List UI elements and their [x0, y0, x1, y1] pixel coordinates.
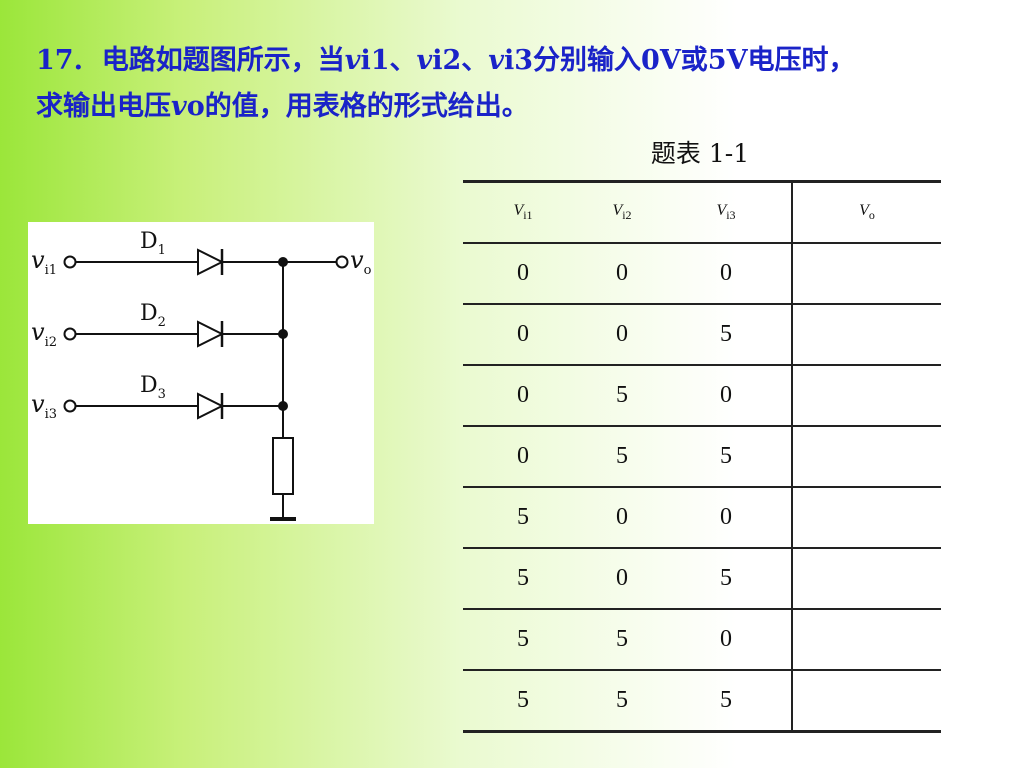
diode-2: [197, 320, 225, 348]
diode-or-circuit: vi1 vi2 vi3 D1 D2 D3 vo: [31, 229, 372, 521]
input-terminal-1: [63, 255, 77, 269]
label-vi1: vi1: [31, 246, 57, 278]
header-vi2: Vi2: [612, 201, 632, 223]
cell-vi1: 0: [517, 443, 529, 469]
cell-vi3: 5: [661, 304, 793, 365]
cell-vi1: 5: [517, 687, 529, 713]
table-row: 5 0 0: [463, 487, 941, 548]
cell-vo: [792, 426, 941, 487]
cell-vo: [792, 243, 941, 304]
table-row: 0 0 5: [463, 304, 941, 365]
cell-vo: [792, 548, 941, 609]
var-v: v: [171, 91, 187, 122]
junction-dot: [278, 401, 288, 411]
label-vi2: vi2: [31, 318, 57, 350]
table-row: 0 0 0: [463, 243, 941, 304]
var-vi2-sub: i2: [432, 45, 462, 76]
cell-vi1: 5: [517, 504, 529, 530]
diode-1: [197, 248, 225, 276]
problem-number: 17.: [36, 45, 83, 76]
cell-vi2: 0: [616, 260, 628, 286]
separator: 、: [461, 45, 489, 76]
diode-3: [197, 392, 225, 420]
problem-statement: 17. 电路如题图所示，当vi1、vi2、vi3分别输入0V或5V电压时， 求输…: [36, 38, 996, 130]
cell-vi1: 0: [517, 260, 529, 286]
cell-vi2: 0: [616, 504, 628, 530]
cell-vo: [792, 609, 941, 670]
table-row: 0 5 5: [463, 426, 941, 487]
cell-vi3: 0: [661, 487, 793, 548]
cell-vi2: 0: [616, 321, 628, 347]
resistor: [272, 437, 294, 495]
cell-vo: [792, 304, 941, 365]
truth-table: Vi1 Vi2 Vi3 Vo 0 0 0 0 0 5 0 5 0 0 5 5 5…: [463, 180, 941, 733]
label-d1: D1: [140, 229, 166, 258]
problem-text-2: 分别输入0V或5V电压时，: [533, 45, 856, 76]
cell-vi2: 0: [616, 565, 628, 591]
problem-text-3: 求输出电压: [36, 91, 171, 122]
var-v: v: [416, 45, 433, 76]
input-terminal-2: [63, 327, 77, 341]
header-vi3: Vi3: [661, 181, 793, 243]
table-caption: 题表 1-1: [650, 139, 750, 168]
circuit-diagram: vi1 vi2 vi3 D1 D2 D3 vo: [28, 222, 374, 524]
cell-vi1: 0: [517, 321, 529, 347]
header-vi1: Vi1: [513, 201, 533, 223]
junction-dot: [278, 257, 288, 267]
cell-vo: [792, 365, 941, 426]
cell-vo: [792, 670, 941, 732]
cell-vi1: 0: [517, 382, 529, 408]
cell-vi3: 5: [661, 548, 793, 609]
cell-vi2: 5: [616, 443, 628, 469]
var-v: v: [344, 45, 361, 76]
var-vi3-sub: i3: [504, 45, 534, 76]
var-vi1-sub: i1: [360, 45, 390, 76]
label-d2: D2: [140, 301, 166, 330]
label-vo: vo: [350, 246, 372, 278]
cell-vi1: 5: [517, 565, 529, 591]
separator: 、: [389, 45, 417, 76]
input-terminal-3: [63, 399, 77, 413]
problem-text-4: 的值，用表格的形式给出。: [204, 91, 529, 122]
cell-vi1: 5: [517, 626, 529, 652]
problem-text-1: 电路如题图所示，当: [101, 45, 345, 76]
cell-vi2: 5: [616, 382, 628, 408]
output-terminal: [335, 255, 349, 269]
label-d3: D3: [140, 373, 166, 402]
cell-vi2: 5: [616, 626, 628, 652]
table-row: 5 0 5: [463, 548, 941, 609]
cell-vo: [792, 487, 941, 548]
cell-vi3: 0: [661, 365, 793, 426]
header-vo: Vo: [859, 201, 875, 223]
junction-dot: [278, 329, 288, 339]
table-row: 5 5 0: [463, 609, 941, 670]
table-row: 0 5 0: [463, 365, 941, 426]
table-header-row: Vi1 Vi2 Vi3 Vo: [463, 181, 941, 243]
cell-vi3: 0: [661, 243, 793, 304]
cell-vi3: 5: [661, 670, 793, 732]
var-v: v: [488, 45, 504, 76]
var-vo-sub: o: [186, 91, 205, 122]
cell-vi2: 5: [616, 687, 628, 713]
label-vi3: vi3: [31, 390, 57, 422]
cell-vi3: 0: [661, 609, 793, 670]
table-row: 5 5 5: [463, 670, 941, 732]
cell-vi3: 5: [661, 426, 793, 487]
